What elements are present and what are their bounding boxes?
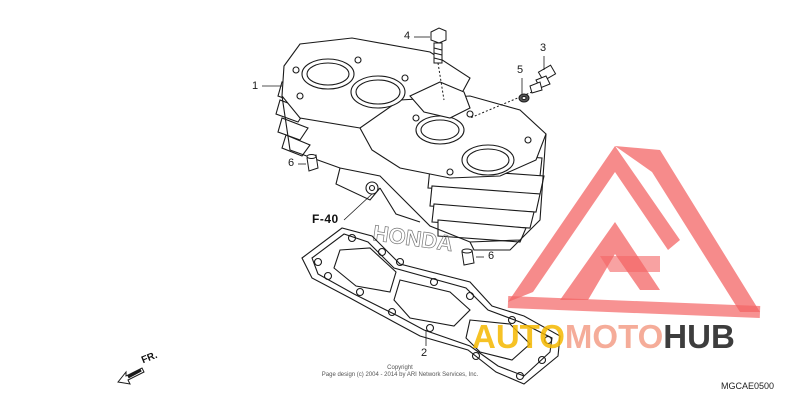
dowel-pin-part [306, 154, 319, 172]
callout-6-upper: 6 [288, 157, 295, 169]
copyright-text: Page design (c) 2004 - 2014 by ARI Netwo… [321, 371, 479, 378]
watermark-auto: AUTO [472, 318, 565, 355]
watermark-wordmark: AUTOMOTOHUB [472, 320, 735, 353]
bolt-part [430, 27, 447, 101]
watermark-moto: MOTO [564, 318, 664, 355]
watermark-hub: HUB [663, 318, 735, 355]
cylinder-base-gasket [301, 227, 561, 385]
diagram-code: MGCAE0500 [720, 381, 774, 391]
watermark-triangle-logo [507, 146, 761, 318]
callout-3: 3 [540, 42, 547, 54]
section-reference-link[interactable]: F-40 [312, 212, 339, 226]
callout-4: 4 [404, 30, 411, 42]
callout-6-lower: 6 [488, 250, 495, 262]
callout-5: 5 [517, 64, 524, 76]
front-direction-arrow [117, 367, 145, 385]
copyright-notice: Copyright Page design (c) 2004 - 2014 by… [300, 365, 500, 379]
copyright-title: Copyright [387, 365, 413, 371]
temperature-sensor-part [469, 64, 557, 119]
callout-2: 2 [421, 347, 428, 359]
leader-lines [262, 36, 545, 346]
cylinder-block [275, 37, 547, 251]
washer-part [518, 93, 530, 103]
dowel-pin-part-2 [461, 248, 475, 266]
callout-1: 1 [252, 80, 259, 92]
